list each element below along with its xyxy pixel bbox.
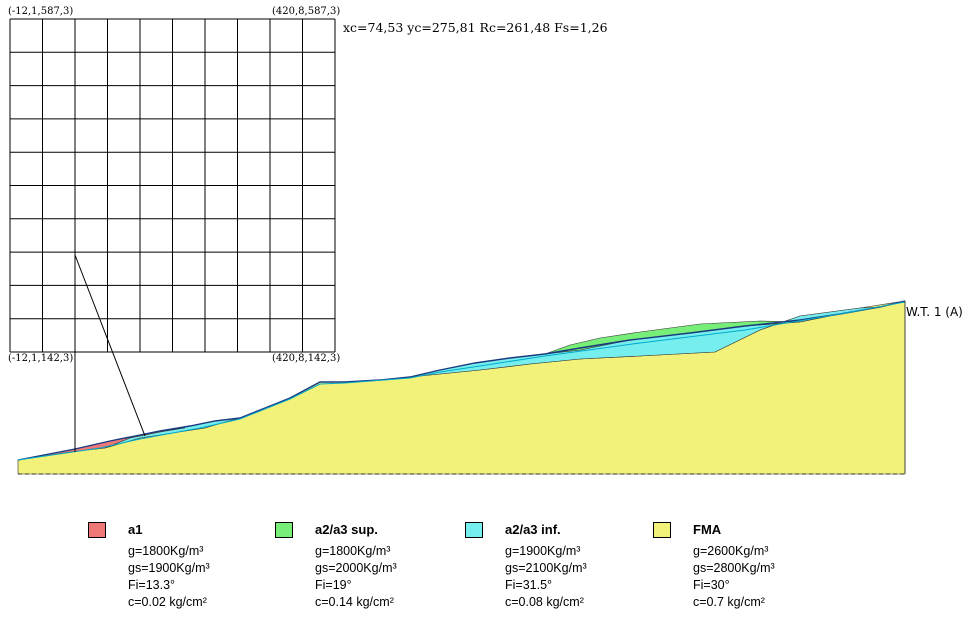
legend-swatch [275,522,293,538]
legend-swatch [465,522,483,538]
grid-corner-bottom-right: (420,8,142,3) [272,353,340,364]
legend-material-name: a2/a3 sup. [315,522,378,537]
legend-properties: g=2600Kg/m³ gs=2800Kg/m³ Fi=30° c=0.7 kg/cm… [693,543,775,611]
legend-property: c=0.08 kg/cm² [505,595,584,609]
legend-property: Fi=31.5° [505,578,553,592]
legend-swatch [88,522,106,538]
water-table-line [17,301,906,461]
grid-corner-top-right: (420,8,587,3) [272,6,340,17]
legend-material-name: a2/a3 inf. [505,522,561,537]
legend-material-name: FMA [693,522,722,537]
water-table-label: W.T. 1 (A) [906,305,963,319]
legend-property: Fi=19° [315,578,352,592]
legend-property: gs=2100Kg/m³ [505,561,587,575]
legend-property: g=2600Kg/m³ [693,544,769,558]
grid-corner-bottom-left: (-12,1,142,3) [8,353,73,364]
legend-property: gs=2800Kg/m³ [693,561,775,575]
legend-property: c=0.02 kg/cm² [128,595,207,609]
legend-property: c=0.7 kg/cm² [693,595,765,609]
centre-search-grid [9,18,336,353]
legend-property: gs=1900Kg/m³ [128,561,210,575]
legend-property: Fi=13.3° [128,578,176,592]
legend-properties: g=1800Kg/m³ gs=1900Kg/m³ Fi=13.3° c=0.02 kg… [128,543,210,611]
legend-swatch [653,522,671,538]
legend-property: g=1800Kg/m³ [315,544,391,558]
ground-surface [17,300,906,461]
legend-material-name: a1 [128,522,143,537]
legend-property: c=0.14 kg/cm² [315,595,394,609]
legend-property: g=1800Kg/m³ [128,544,204,558]
result-summary: xc=74,53 yc=275,81 Rc=261,48 Fs=1,26 [343,20,608,35]
legend-properties: g=1800Kg/m³ gs=2000Kg/m³ Fi=19° c=0.14 kg/c… [315,543,397,611]
legend-property: gs=2000Kg/m³ [315,561,397,575]
legend-properties: g=1900Kg/m³ gs=2100Kg/m³ Fi=31.5° c=0.08 kg… [505,543,587,611]
fma-layer [17,300,906,475]
critical-radius-line [74,254,146,437]
legend-property: g=1900Kg/m³ [505,544,581,558]
grid-corner-top-left: (-12,1,587,3) [8,6,73,17]
legend-property: Fi=30° [693,578,730,592]
